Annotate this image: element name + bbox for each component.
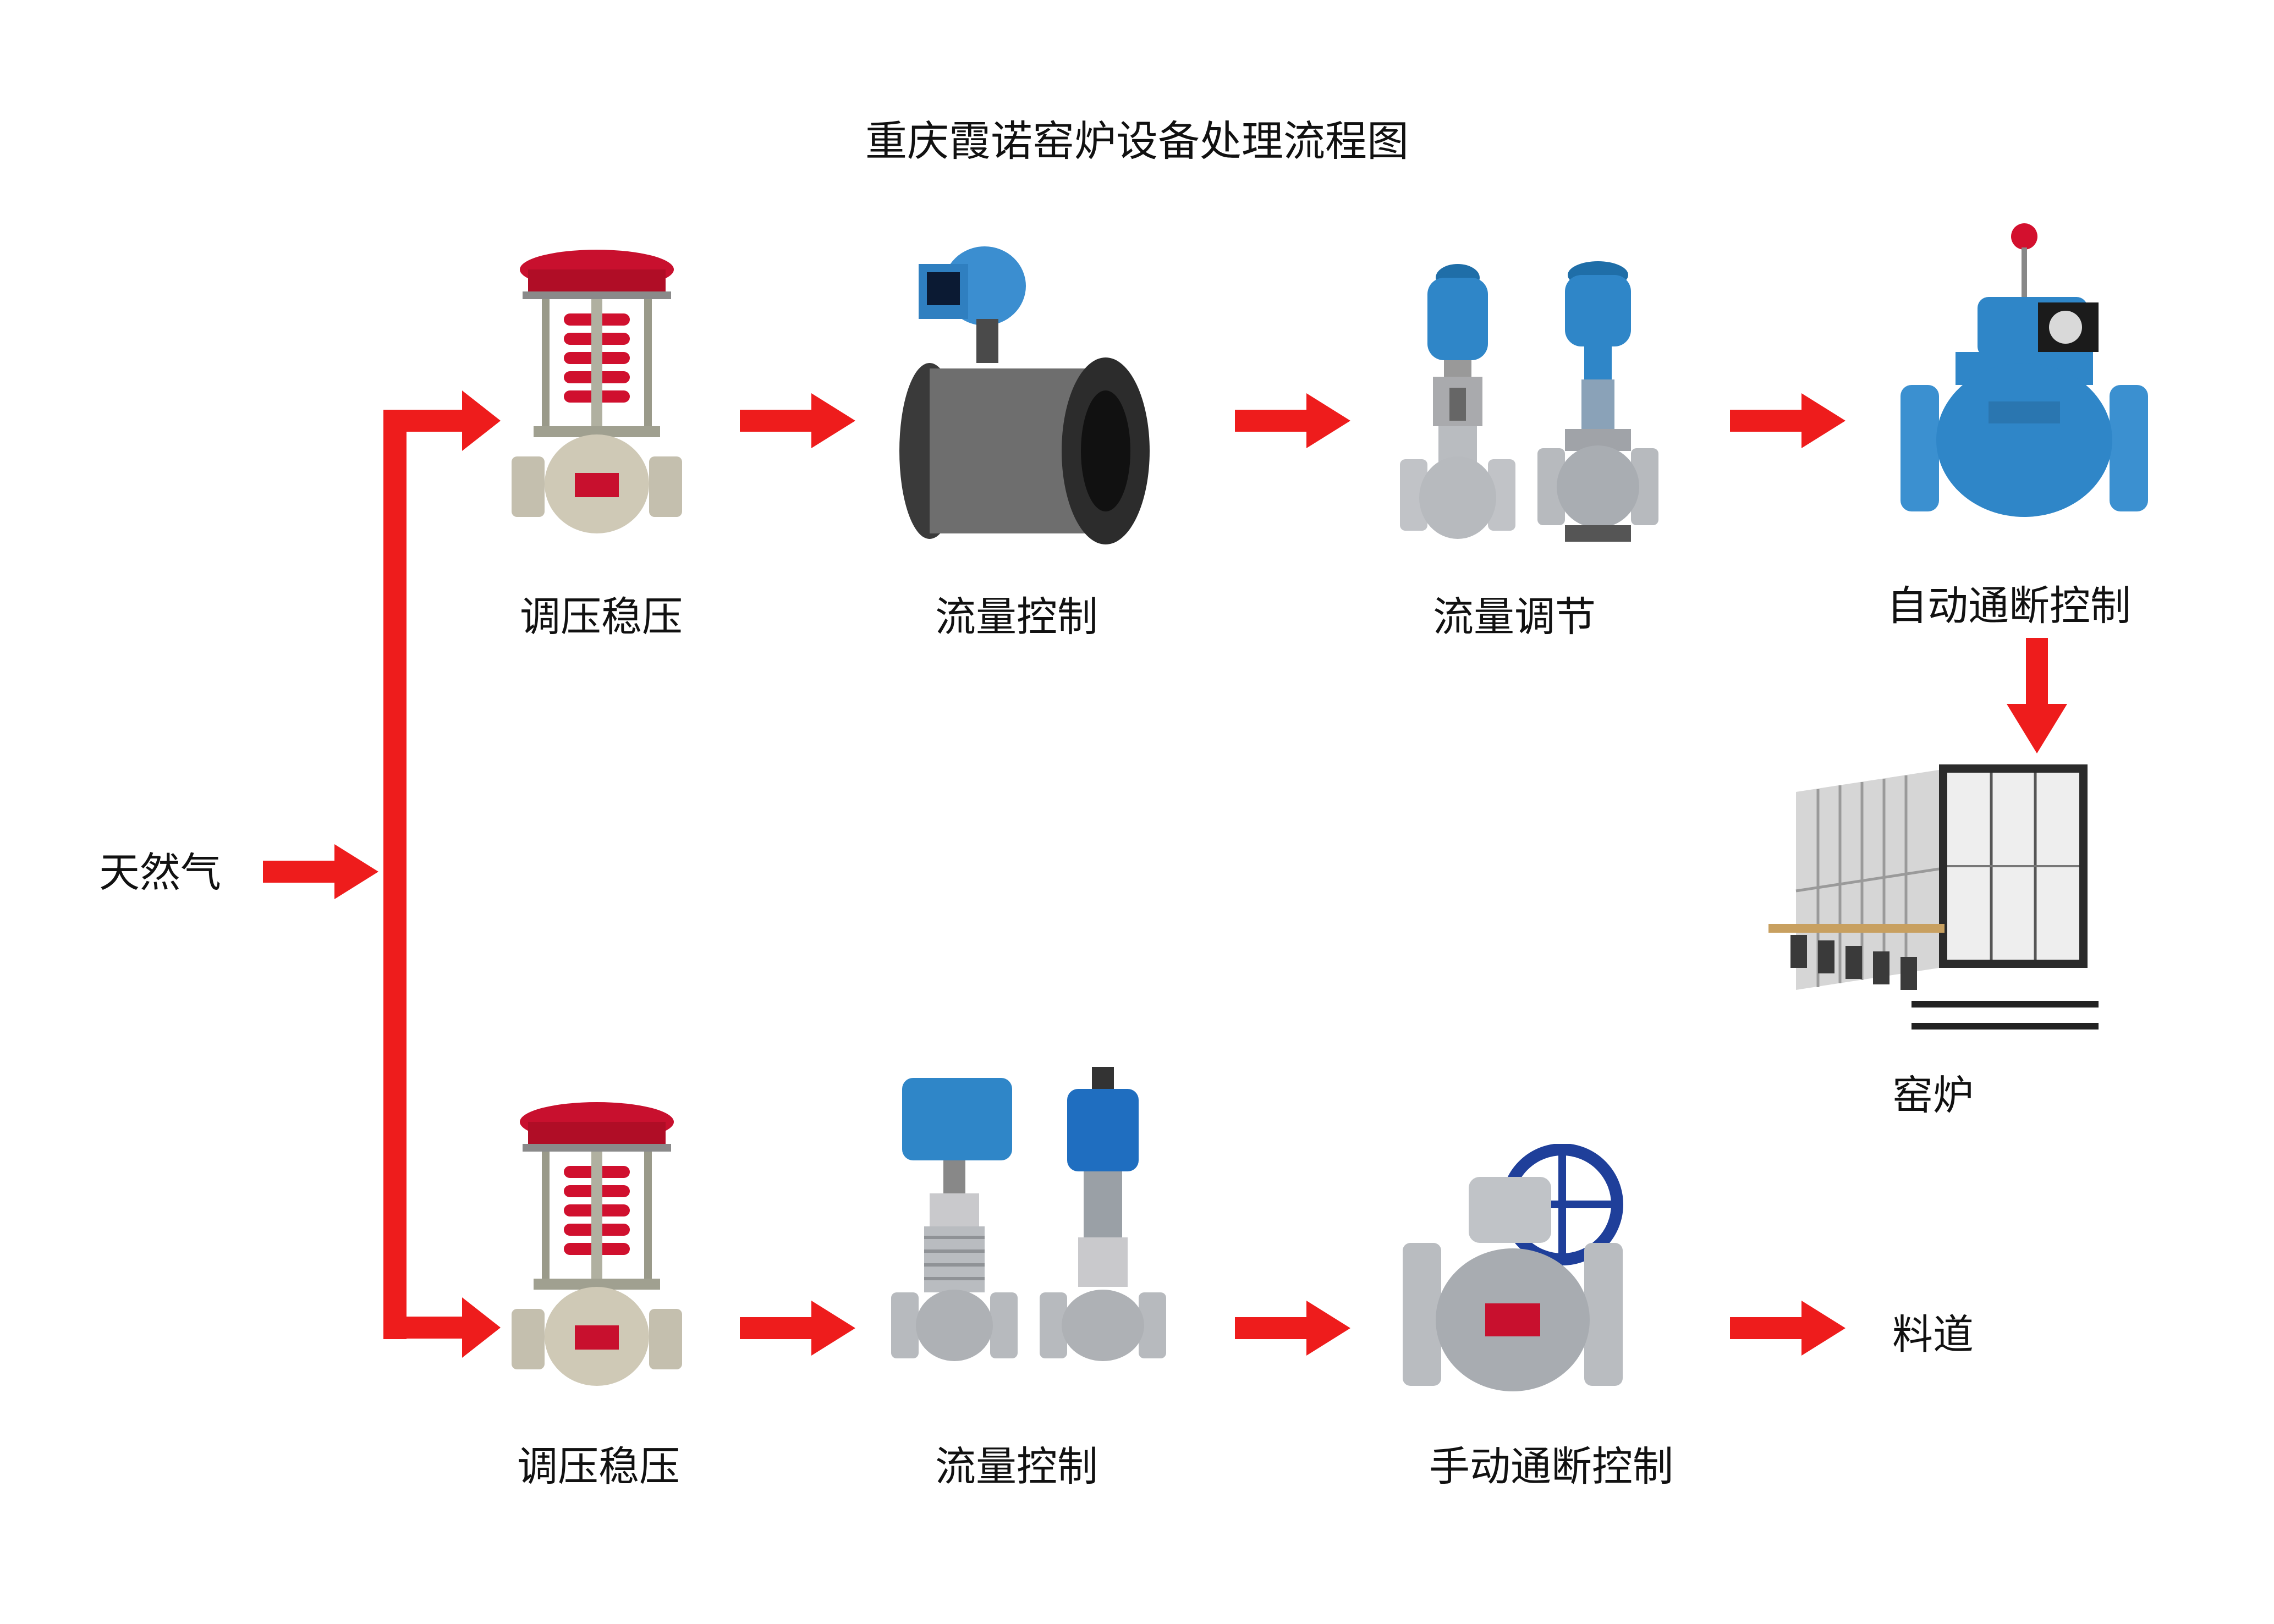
branch-arrow-bottom	[440, 1297, 501, 1358]
bottom-step-1-label: 调压稳压	[517, 1443, 680, 1490]
pressure-regulator-icon	[512, 250, 682, 533]
kiln-icon	[1768, 764, 2099, 1030]
turbine-flowmeter-icon	[899, 246, 1150, 544]
down-arrow-to-kiln	[2007, 638, 2067, 753]
pressure-regulator-icon	[512, 1102, 682, 1386]
bottom-step-3-label: 手动通断控制	[1429, 1443, 1673, 1490]
branch-arrow-top	[440, 390, 501, 451]
top-arrow-2	[1235, 393, 1350, 448]
electric-control-valve-pair-icon	[1400, 261, 1658, 542]
top-step-3-label: 流量调节	[1433, 593, 1596, 641]
bottom-arrow-1	[740, 1301, 855, 1356]
electric-flow-valve-pair-icon	[891, 1067, 1166, 1361]
top-arrow-3	[1730, 393, 1845, 448]
top-step-4-label: 自动通断控制	[1887, 582, 2131, 630]
top-step-1-label: 调压稳压	[520, 593, 683, 641]
kiln-label: 窑炉	[1892, 1072, 1974, 1119]
bottom-arrow-3	[1730, 1301, 1845, 1356]
top-step-2-label: 流量控制	[935, 593, 1098, 641]
bottom-step-2-label: 流量控制	[935, 1443, 1098, 1490]
source-arrow	[263, 844, 378, 899]
top-arrow-1	[740, 393, 855, 448]
bottom-arrow-2	[1235, 1301, 1350, 1356]
manual-ball-valve-icon	[1403, 1144, 1623, 1391]
auto-shutoff-valve-icon	[1901, 223, 2148, 517]
diagram-title: 重庆霞诺窑炉设备处理流程图	[865, 117, 1409, 166]
source-label: 天然气	[99, 849, 221, 896]
outlet-label: 料道	[1892, 1311, 1974, 1358]
